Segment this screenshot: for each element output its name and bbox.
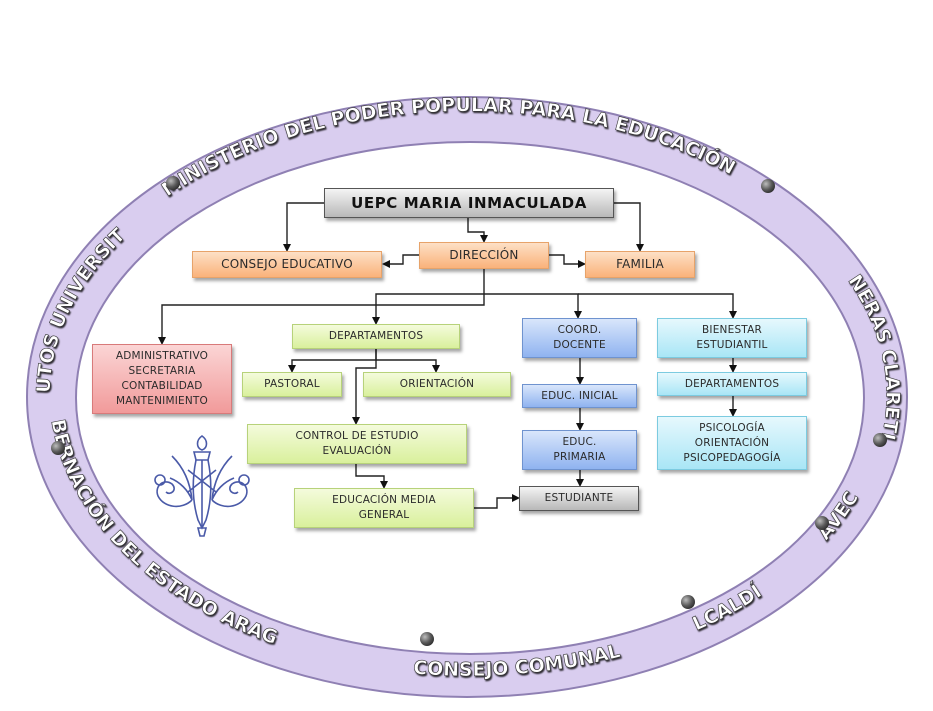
ring-separator-dot bbox=[51, 441, 65, 455]
connector-root-to-consejo bbox=[283, 202, 324, 252]
node-estudiante: ESTUDIANTE bbox=[519, 486, 639, 511]
node-educ-primaria: EDUC. PRIMARIA bbox=[522, 430, 637, 470]
node-root: UEPC MARIA INMACULADA bbox=[324, 188, 614, 218]
node-coord-docente: COORD. DOCENTE bbox=[522, 318, 637, 358]
connector-departamentos-to-control bbox=[352, 349, 377, 425]
connector-direccion-to-familia bbox=[549, 254, 586, 268]
node-departamentos-2: DEPARTAMENTOS bbox=[657, 372, 807, 396]
ring-separator-dot bbox=[420, 632, 434, 646]
ring-separator-dot bbox=[815, 516, 829, 530]
node-consejo-educativo: CONSEJO EDUCATIVO bbox=[192, 251, 382, 278]
connector-direccion-to-departamentos bbox=[372, 293, 484, 325]
connector-direccion-to-bienestar bbox=[578, 293, 737, 319]
node-bienestar: BIENESTAR ESTUDIANTIL bbox=[657, 318, 807, 358]
connector-media-to-estudiante bbox=[474, 494, 520, 509]
node-educ-inicial: EDUC. INICIAL bbox=[522, 384, 637, 408]
node-educacion-media: EDUCACIÓN MEDIA GENERAL bbox=[294, 488, 474, 528]
node-direccion: DIRECCIÓN bbox=[419, 242, 549, 269]
connector-direccion-to-admin bbox=[158, 269, 485, 345]
node-administrativo: ADMINISTRATIVO SECRETARIA CONTABILIDAD M… bbox=[92, 344, 232, 414]
connector-departamentos-to-orientacion bbox=[376, 359, 440, 373]
connector-root-to-direccion bbox=[467, 218, 488, 243]
node-control-estudio: CONTROL DE ESTUDIO EVALUACIÓN bbox=[247, 424, 467, 464]
ring-separator-dot bbox=[681, 595, 695, 609]
connector-root-to-familia bbox=[614, 202, 644, 252]
node-departamentos: DEPARTAMENTOS bbox=[292, 324, 460, 349]
node-pastoral: PASTORAL bbox=[242, 372, 342, 397]
ring-separator-dot bbox=[166, 176, 180, 190]
node-orientacion: ORIENTACIÓN bbox=[363, 372, 511, 397]
connector-direccion-to-consejo bbox=[382, 254, 419, 268]
connector-direccion-to-coord bbox=[484, 293, 582, 319]
ring-separator-dot bbox=[873, 433, 887, 447]
ring-separator-dot bbox=[761, 179, 775, 193]
node-psicologia: PSICOLOGÍA ORIENTACIÓN PSICOPEDAGOGÍA bbox=[657, 416, 807, 470]
marian-monogram-icon bbox=[154, 435, 250, 537]
connector-control-to-media bbox=[355, 464, 388, 489]
node-familia: FAMILIA bbox=[585, 251, 695, 278]
